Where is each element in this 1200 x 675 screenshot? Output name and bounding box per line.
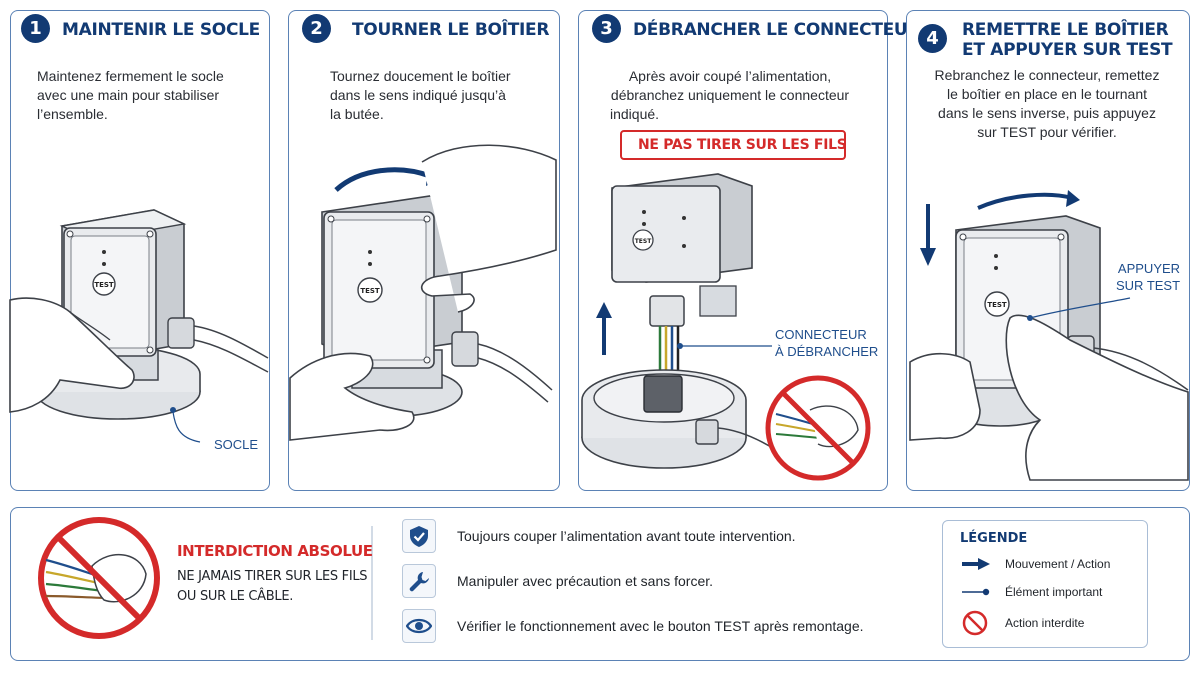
socle-label: SOCLE: [214, 437, 259, 452]
step-2-description: Tournez doucement le boîtier dans le sen…: [330, 68, 511, 122]
step-3-title: DÉBRANCHER LE CONNECTEUR: [633, 20, 921, 40]
shield-check-icon: [402, 519, 436, 553]
step-3-number: 3: [592, 14, 621, 43]
step-3-description: Après avoir coupé l’alimentation, débran…: [610, 68, 850, 122]
interdiction-title: INTERDICTION ABSOLUE: [177, 542, 373, 560]
step-4-description: Rebranchez le connecteur, remettez le bo…: [934, 67, 1160, 140]
legend-title: LÉGENDE: [960, 531, 1028, 546]
warning-text: NE PAS TIRER SUR LES FILS: [638, 137, 847, 153]
appuyer-test-label: APPUYER SUR TEST: [1116, 261, 1181, 293]
wrench-icon: [402, 564, 436, 598]
step-4-title: REMETTRE LE BOÎTIER ET APPUYER SUR TEST: [962, 20, 1173, 60]
step-1-number: 1: [21, 14, 50, 43]
legend-item-important: Élément important: [1005, 585, 1103, 599]
tip-power-off: Toujours couper l’alimentation avant tou…: [457, 528, 796, 544]
legend-item-forbidden: Action interdite: [1005, 616, 1085, 630]
interdiction-text: NE JAMAIS TIRER SUR LES FILS OU SUR LE C…: [177, 569, 368, 604]
legend-item-movement: Mouvement / Action: [1005, 557, 1111, 571]
eye-icon: [402, 609, 436, 643]
connector-label: CONNECTEUR À DÉBRANCHER: [775, 327, 879, 359]
legend-box: [942, 520, 1148, 648]
step-4-number: 4: [918, 24, 947, 53]
step-1-description: Maintenez fermement le socle avec une ma…: [37, 68, 224, 122]
warning-banner: NE PAS TIRER SUR LES FILS: [620, 130, 847, 160]
tip-handle-carefully: Manipuler avec précaution et sans forcer…: [457, 573, 714, 589]
safety-strip: [10, 507, 1190, 661]
step-2-number: 2: [302, 14, 331, 43]
step-2-title: TOURNER LE BOÎTIER: [352, 20, 550, 40]
step-1-title: MAINTENIR LE SOCLE: [62, 20, 260, 40]
tip-verify-test: Vérifier le fonctionnement avec le bouto…: [457, 618, 864, 634]
